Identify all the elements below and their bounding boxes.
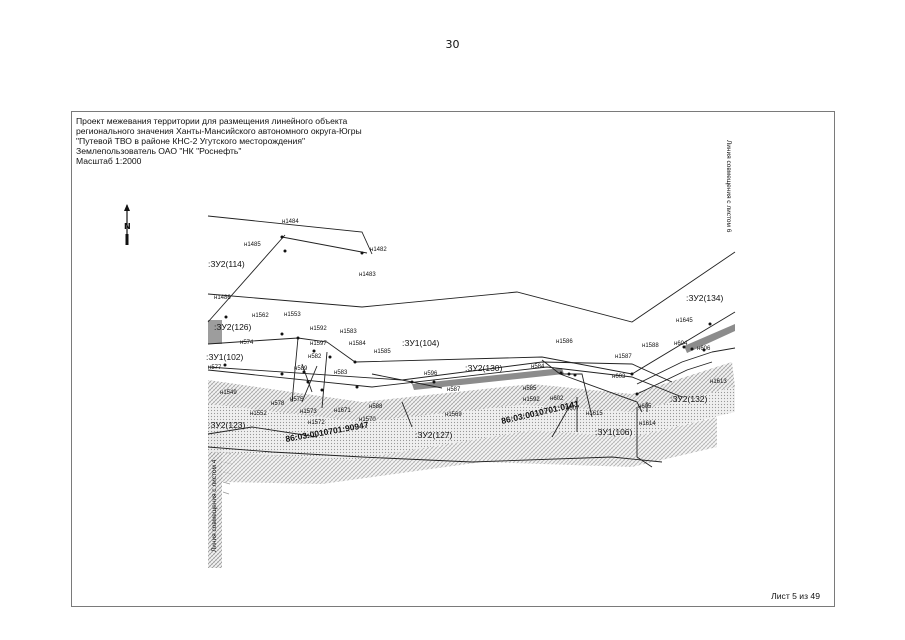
point-label: н1645	[676, 318, 693, 324]
point-label: н1562	[252, 313, 269, 319]
point-label: н1573	[300, 409, 317, 415]
match-line-right: Линия совмещения с листом 6	[725, 140, 732, 233]
point-label: н1553	[284, 312, 301, 318]
point-label: н1572	[308, 420, 325, 426]
point-label: н589	[294, 366, 308, 372]
point-label: н1588	[642, 343, 659, 349]
hatched-band-lower	[208, 387, 735, 460]
point-label: н1671	[334, 408, 351, 414]
parcel-zu2-130: :ЗУ2(130)	[465, 363, 503, 373]
point-label: н1549	[220, 390, 237, 396]
point-label: н1592	[310, 326, 327, 332]
parcel-zu2-127: :ЗУ2(127)	[415, 430, 453, 440]
parcel-zu2-134: :ЗУ2(134)	[686, 293, 724, 303]
parcel-zu2-123: :ЗУ2(123)	[208, 420, 246, 430]
point-label: н1570	[359, 417, 376, 423]
page-number: 30	[445, 38, 460, 51]
north-letter: N	[124, 222, 131, 231]
point-label: н1587	[615, 354, 632, 360]
parcel-zu2-114: :ЗУ2(114)	[208, 259, 245, 269]
title-line-1: Проект межевания территории для размещен…	[76, 116, 348, 126]
point-label: н1586	[556, 339, 573, 345]
point-label: н587	[447, 387, 461, 393]
point-label: н588	[369, 404, 383, 410]
point-label: н574	[240, 340, 254, 346]
point-label: н605	[638, 404, 652, 410]
point-label: н1583	[340, 329, 357, 335]
point-label: н604	[674, 341, 688, 347]
title-line-2: регионального значения Ханты-Мансийского…	[76, 126, 362, 136]
gray-road-corridor	[208, 320, 222, 344]
title-line-5: Масштаб 1:2000	[76, 156, 142, 166]
point-label: н596	[424, 371, 438, 377]
point-label: н1614	[639, 421, 656, 427]
point-label: н1615	[586, 411, 603, 417]
point-label: н1585	[374, 349, 391, 355]
map-sheet: Проект межевания территории для размещен…	[71, 111, 835, 607]
point-label: н583	[334, 370, 348, 376]
point-label: н1569	[445, 412, 462, 418]
title-line-4: Землепользователь ОАО "НК "Роснефть"	[76, 146, 242, 156]
point-label: н585	[523, 386, 537, 392]
title-block: Проект межевания территории для размещен…	[76, 116, 362, 166]
point-label: н1613	[710, 379, 727, 385]
left-hatch-strip	[208, 430, 222, 568]
title-line-3: "Путевой ТВО в районе КНС-2 Угутского ме…	[76, 136, 306, 146]
point-label: н607	[566, 406, 580, 412]
gray-pipe-corridor	[412, 368, 564, 390]
match-line-left: Линия совмещения с листом 4	[211, 459, 218, 552]
parcel-zu2-126: :ЗУ2(126)	[214, 322, 252, 332]
parcel-zu1-102: :ЗУ1(102)	[206, 352, 244, 362]
parcel-zu2-132: :ЗУ2(132)	[670, 394, 708, 404]
sheet-counter: Лист 5 из 49	[771, 591, 820, 601]
hatched-band-bottom	[222, 417, 717, 484]
point-label: н1484	[282, 219, 299, 225]
point-label: н582	[308, 354, 322, 360]
north-arrow-icon: N	[124, 204, 131, 245]
cadastral-map: N	[124, 140, 736, 568]
gray-pipe-corridor-right	[684, 324, 735, 353]
point-label: н584	[531, 364, 545, 370]
parcel-zu1-106: :ЗУ1(106)	[595, 427, 633, 437]
parcel-zu1-104: :ЗУ1(104)	[402, 338, 440, 348]
point-label: н1584	[349, 341, 366, 347]
point-label: н1592	[523, 397, 540, 403]
vertex-points	[223, 235, 712, 396]
point-label: н606	[697, 346, 711, 352]
point-label: н1597	[310, 341, 327, 347]
point-label: н575	[290, 397, 304, 403]
point-label: н603	[612, 374, 626, 380]
point-label: н578	[271, 401, 285, 407]
point-label: н1552	[250, 411, 267, 417]
point-label: н1483	[359, 272, 376, 278]
point-label: н1482	[370, 247, 387, 253]
point-label: н1485	[244, 242, 261, 248]
boundary-lines	[207, 215, 736, 468]
hatched-band-upper	[208, 362, 735, 422]
point-label: н1486	[214, 295, 231, 301]
point-label: н602	[550, 396, 564, 402]
point-label: н577	[208, 365, 222, 371]
